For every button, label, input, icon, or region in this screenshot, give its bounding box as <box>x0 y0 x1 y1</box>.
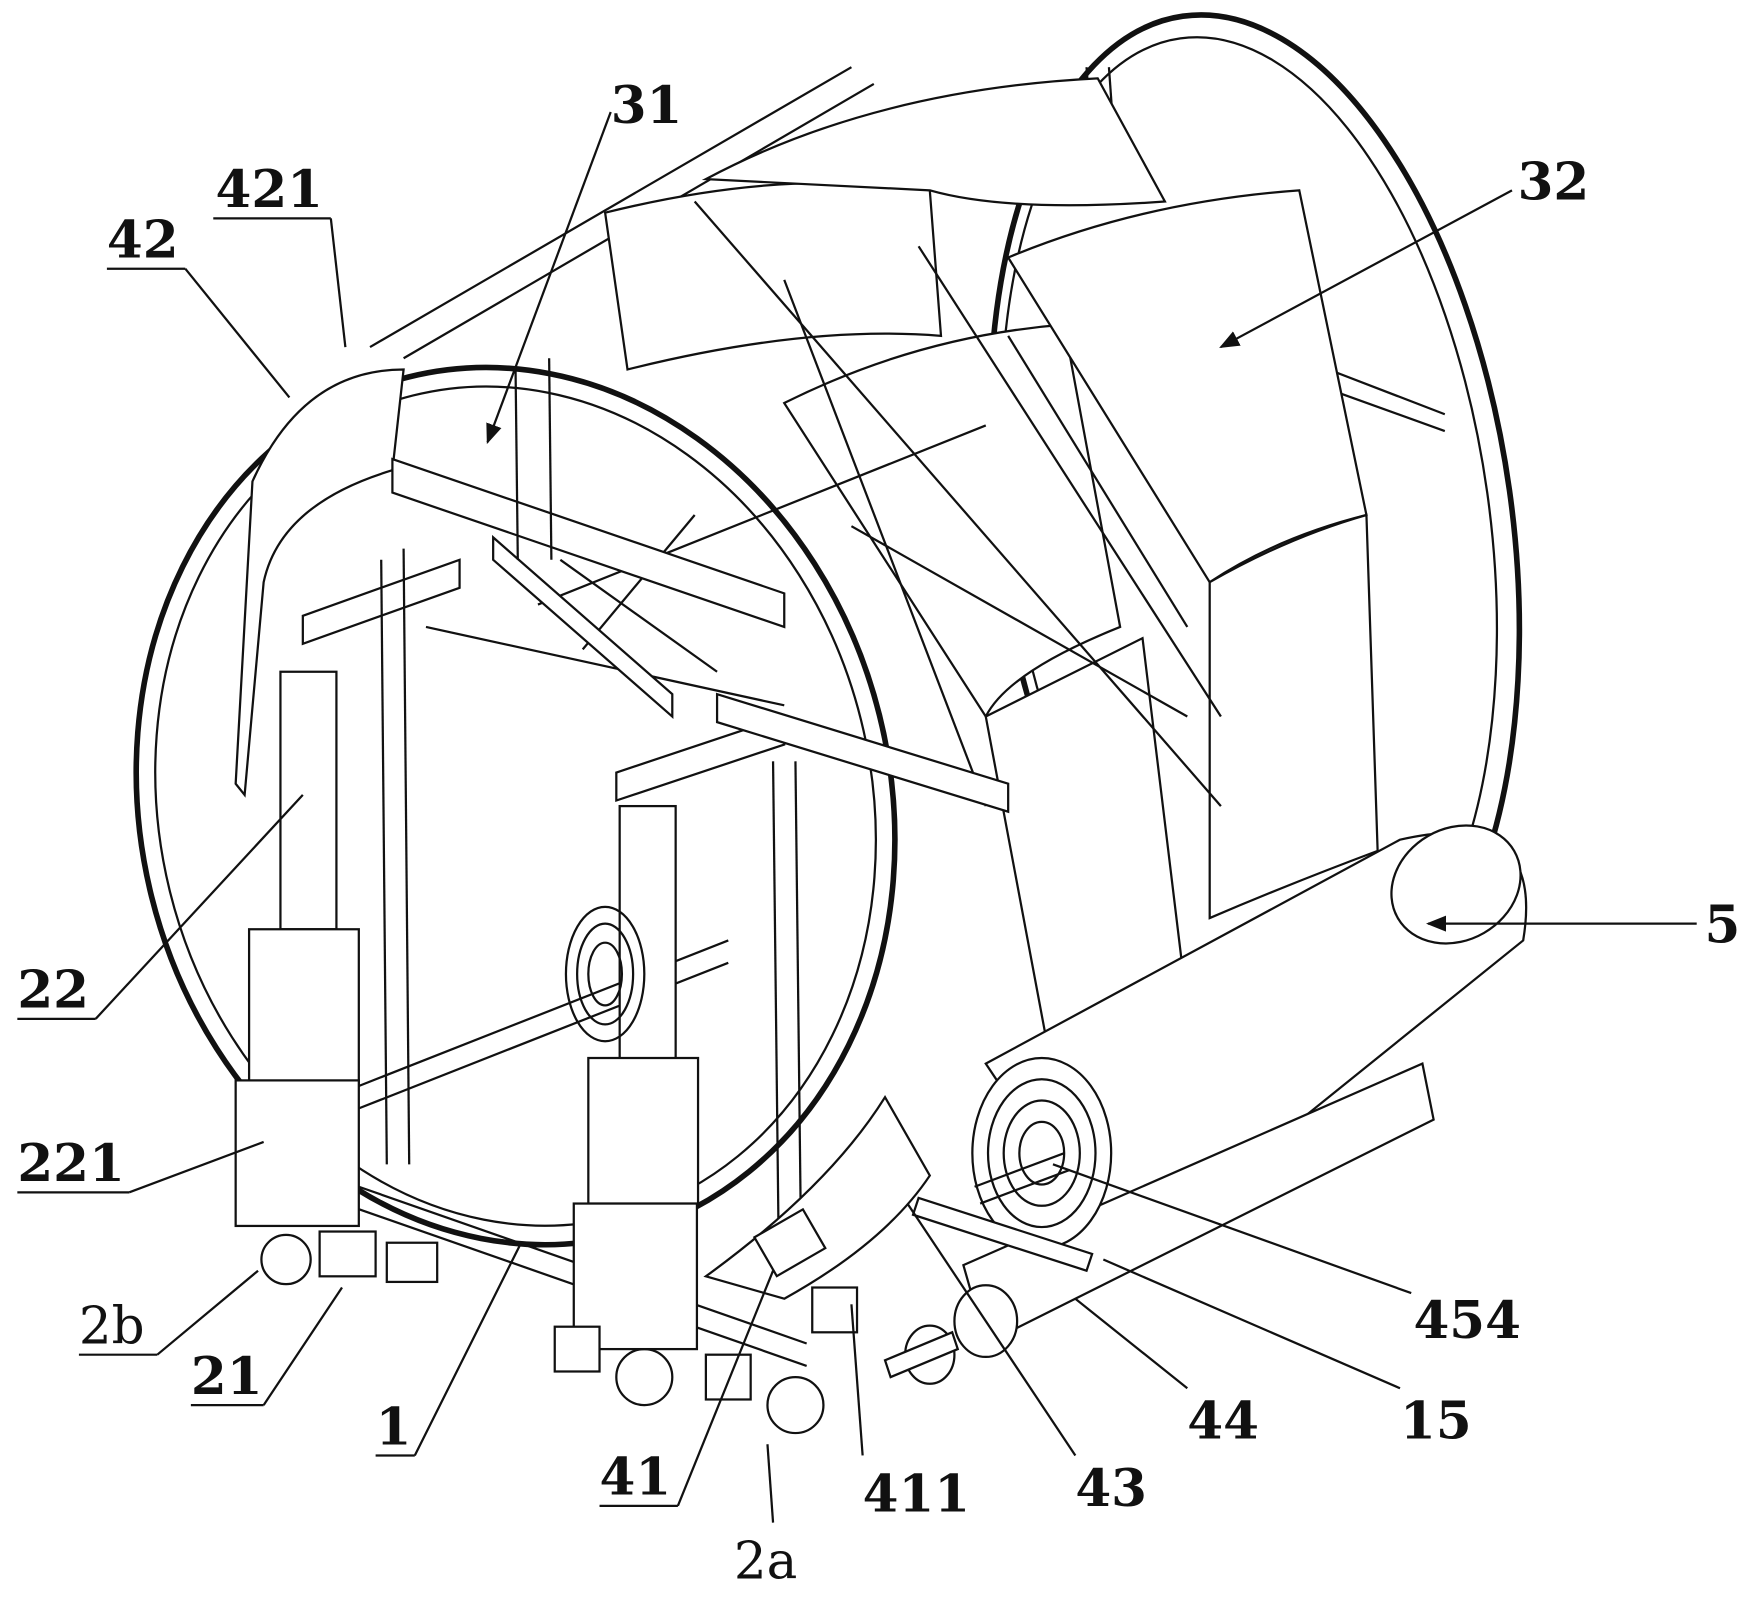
label-454: 454 <box>1413 1291 1521 1351</box>
label-421: 421 <box>216 160 324 220</box>
label-2a: 2a <box>734 1532 797 1592</box>
coil-left <box>566 907 644 1041</box>
label-5: 5 <box>1705 896 1741 956</box>
label-2b: 2b <box>79 1296 145 1356</box>
label-15: 15 <box>1400 1392 1472 1452</box>
drive-plate <box>706 1097 930 1332</box>
label-42: 42 <box>107 211 179 271</box>
roller <box>885 1285 1017 1384</box>
label-32: 32 <box>1518 152 1590 212</box>
label-221: 221 <box>17 1134 125 1194</box>
label-22: 22 <box>17 961 89 1021</box>
coil-right <box>972 1058 1111 1248</box>
label-21: 21 <box>191 1347 263 1407</box>
label-44: 44 <box>1187 1392 1259 1452</box>
lift-column-right <box>555 806 824 1433</box>
label-411: 411 <box>863 1464 971 1524</box>
label-1: 1 <box>376 1397 412 1457</box>
label-43: 43 <box>1075 1459 1147 1519</box>
label-41: 41 <box>600 1448 672 1508</box>
label-31: 31 <box>611 76 683 136</box>
